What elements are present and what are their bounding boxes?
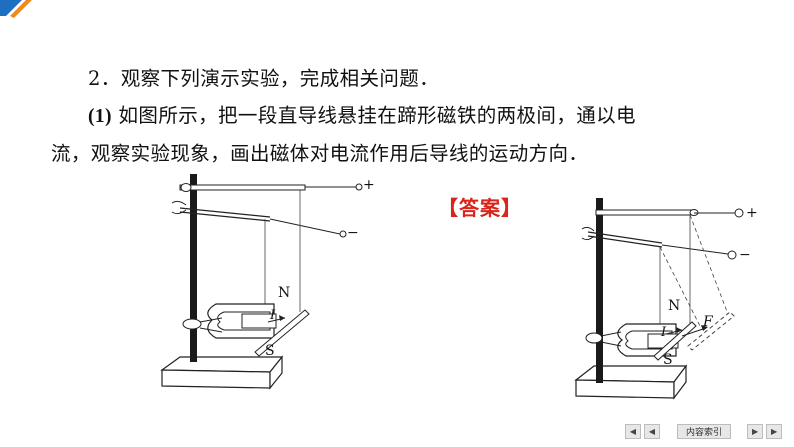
left-south-label: S: [265, 343, 275, 359]
right-south-label: S: [663, 352, 673, 368]
next-page-button[interactable]: ▶: [747, 423, 764, 439]
right-force-label: F: [703, 314, 713, 330]
answer-label: 【答案】: [438, 196, 522, 220]
left-current-label: I: [270, 308, 276, 323]
question-title: 2．观察下列演示实验，完成相关问题．: [88, 67, 440, 90]
left-minus-label: −: [347, 225, 359, 241]
last-page-button[interactable]: ▶: [766, 423, 783, 439]
question-part-1: (1) 如图所示，把一段直导线悬挂在蹄形磁铁的两极间，通以电: [88, 99, 636, 128]
question-part-1-continued: 流，观察实验现象，画出磁体对电流作用后导线的运动方向．: [51, 142, 589, 165]
first-page-button[interactable]: ◀: [625, 423, 641, 439]
apparatus-figure-left: [160, 174, 363, 390]
part-number: (1): [88, 106, 112, 127]
prev-page-button[interactable]: ◀: [644, 423, 660, 439]
right-north-label: N: [668, 298, 681, 314]
right-minus-label: −: [739, 247, 751, 263]
apparatus-figure-right: [574, 198, 744, 400]
content-index-button[interactable]: 内容索引: [677, 423, 732, 439]
corner-decoration-icon: [0, 0, 32, 18]
left-north-label: N: [278, 285, 291, 301]
part-1-text: 如图所示，把一段直导线悬挂在蹄形磁铁的两极间，通以电: [111, 104, 636, 127]
left-plus-label: +: [363, 177, 375, 193]
right-current-label: I: [661, 325, 667, 340]
right-plus-label: +: [746, 205, 758, 221]
slide-navigation: ◀ ◀ 内容索引 ▶ ▶: [625, 423, 785, 439]
